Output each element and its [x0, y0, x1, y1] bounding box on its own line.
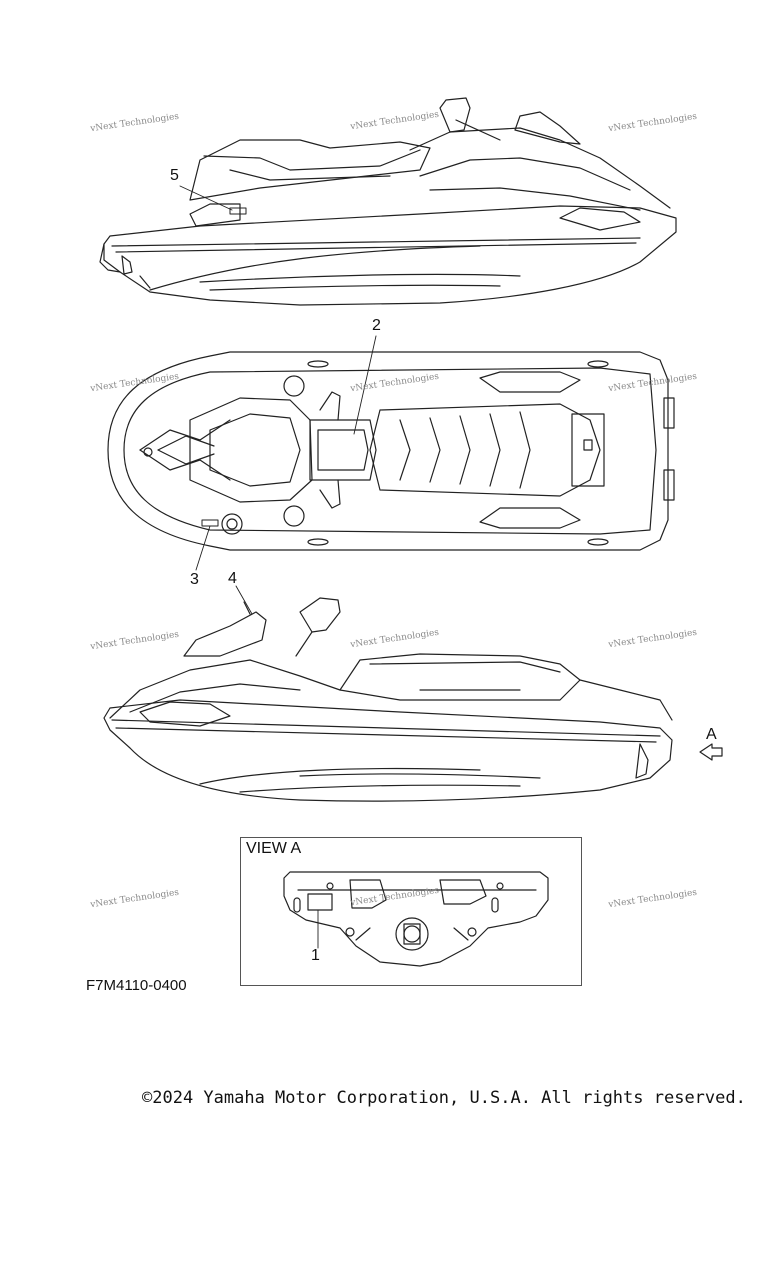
jetski-top-view: [107, 335, 675, 571]
view-a-frame: [240, 837, 582, 986]
view-a-arrow-label: A: [706, 726, 717, 743]
jetski-side-view-right: [99, 97, 677, 306]
callout-4: 4: [228, 570, 237, 587]
view-a-title: VIEW A: [246, 840, 302, 857]
callout-5: 5: [170, 167, 179, 184]
callout-1: 1: [311, 947, 320, 964]
callout-3: 3: [190, 571, 199, 588]
diagram-code: F7M4110-0400: [86, 977, 187, 994]
callout-2: 2: [372, 317, 381, 334]
copyright-notice: ©2024 Yamaha Motor Corporation, U.S.A. A…: [142, 1088, 746, 1108]
view-a-stern-detail: [283, 871, 549, 967]
jetski-side-view-left: [103, 585, 723, 802]
